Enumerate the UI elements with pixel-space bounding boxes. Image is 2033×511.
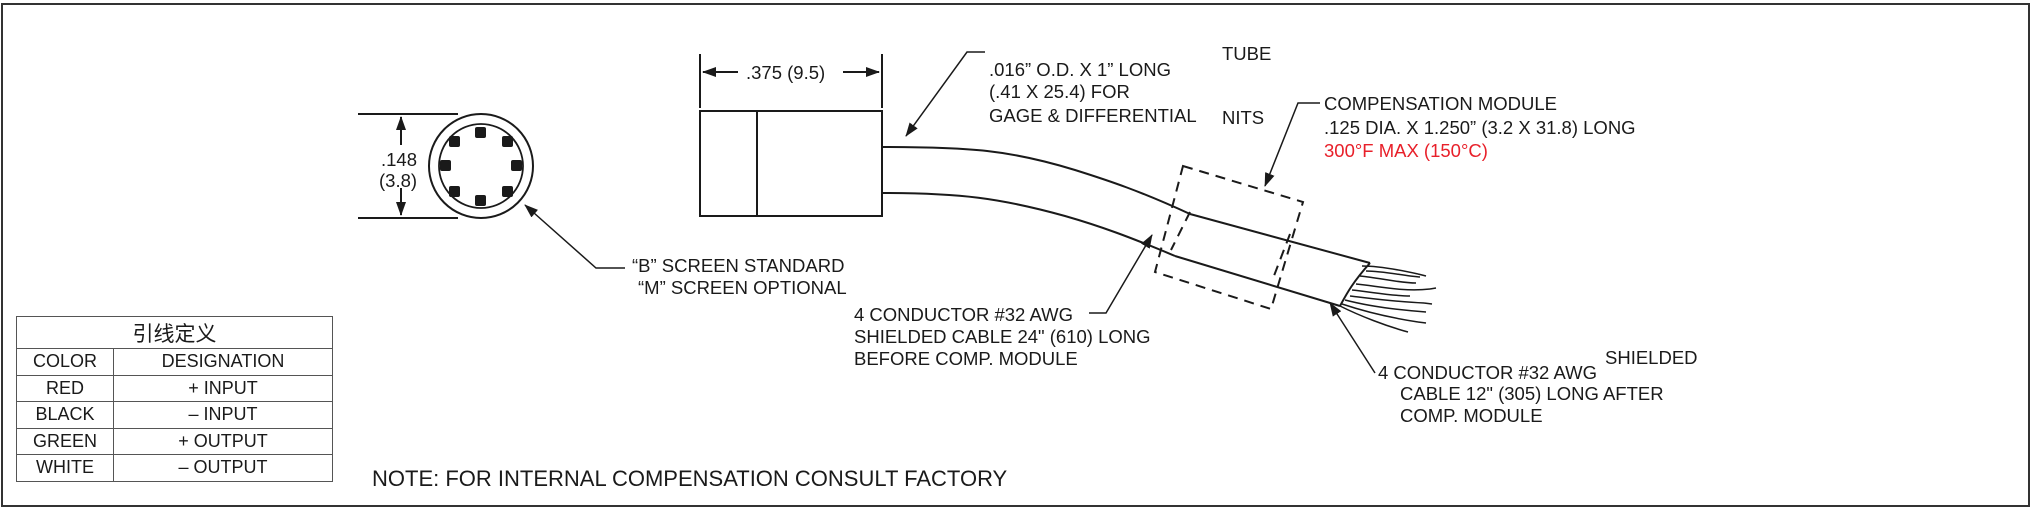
row-color: GREEN: [16, 427, 114, 455]
tube-word: TUBE: [1222, 43, 1272, 64]
compensation-module-leader: [1264, 102, 1320, 187]
length-label: .375 (9.5): [746, 62, 826, 83]
table-row: RED + INPUT: [16, 374, 333, 402]
screen-standard-label: “B” SCREEN STANDARD: [632, 255, 845, 276]
table-title: 引线定义: [16, 316, 333, 349]
cable-after-line2: CABLE 12" (305) LONG AFTER: [1400, 383, 1664, 404]
diameter-dimension: [358, 113, 458, 219]
cable-before-line3: BEFORE COMP. MODULE: [854, 348, 1078, 369]
tube-spec-line2: (.41 X 25.4) FOR: [989, 81, 1130, 102]
row-designation: + OUTPUT: [113, 427, 333, 455]
table-row: BLACK – INPUT: [16, 401, 333, 429]
row-designation: – INPUT: [113, 401, 333, 429]
sensor-end-view: [428, 113, 534, 219]
cable-before-line2: SHIELDED CABLE 24" (610) LONG: [854, 326, 1151, 347]
cable-before-leader: [1089, 234, 1153, 314]
tube-leader: [905, 51, 985, 137]
tube-spec-line1: .016” O.D. X 1” LONG: [989, 59, 1171, 80]
lead-wires: [1339, 265, 1437, 333]
cable-after-line3: COMP. MODULE: [1400, 405, 1543, 426]
screen-optional-label: “M” SCREEN OPTIONAL: [638, 277, 847, 298]
row-color: RED: [16, 374, 114, 402]
comp-module-temperature: 300°F MAX (150°C): [1324, 140, 1488, 161]
row-color: BLACK: [16, 401, 114, 429]
diameter-mm-label: (3.8): [379, 170, 418, 191]
compensation-module-outline: [1153, 164, 1305, 311]
header-color: COLOR: [16, 348, 114, 376]
lead-definition-table: 引线定义 COLOR DESIGNATION RED + INPUT BLACK…: [16, 316, 333, 482]
row-designation: + INPUT: [113, 374, 333, 402]
row-color: WHITE: [16, 454, 114, 482]
cable-after-line1: 4 CONDUCTOR #32 AWG: [1378, 362, 1597, 383]
comp-module-title: COMPENSATION MODULE: [1324, 93, 1557, 114]
table-row: WHITE – OUTPUT: [16, 454, 333, 482]
table-row: GREEN + OUTPUT: [16, 427, 333, 455]
cable-before-module: [881, 146, 1191, 257]
row-designation: – OUTPUT: [113, 454, 333, 482]
screen-leader: [524, 204, 625, 269]
header-designation: DESIGNATION: [113, 348, 333, 376]
nits-word: NITS: [1222, 107, 1265, 128]
factory-note: NOTE: FOR INTERNAL COMPENSATION CONSULT …: [372, 466, 1008, 491]
comp-module-size: .125 DIA. X 1.250” (3.2 X 31.8) LONG: [1324, 117, 1636, 138]
cable-after-module: [1174, 213, 1371, 307]
table-header-row: COLOR DESIGNATION: [16, 348, 333, 376]
cable-after-leader: [1329, 302, 1376, 374]
drawing-border: [1, 3, 2030, 507]
sensor-body-side-view: [699, 110, 883, 217]
cable-after-shielded: SHIELDED: [1605, 347, 1698, 368]
diameter-label: .148: [381, 149, 418, 170]
tube-spec-line3: GAGE & DIFFERENTIAL: [989, 105, 1197, 126]
length-dimension: [699, 54, 883, 108]
cable-before-line1: 4 CONDUCTOR #32 AWG: [854, 304, 1073, 325]
